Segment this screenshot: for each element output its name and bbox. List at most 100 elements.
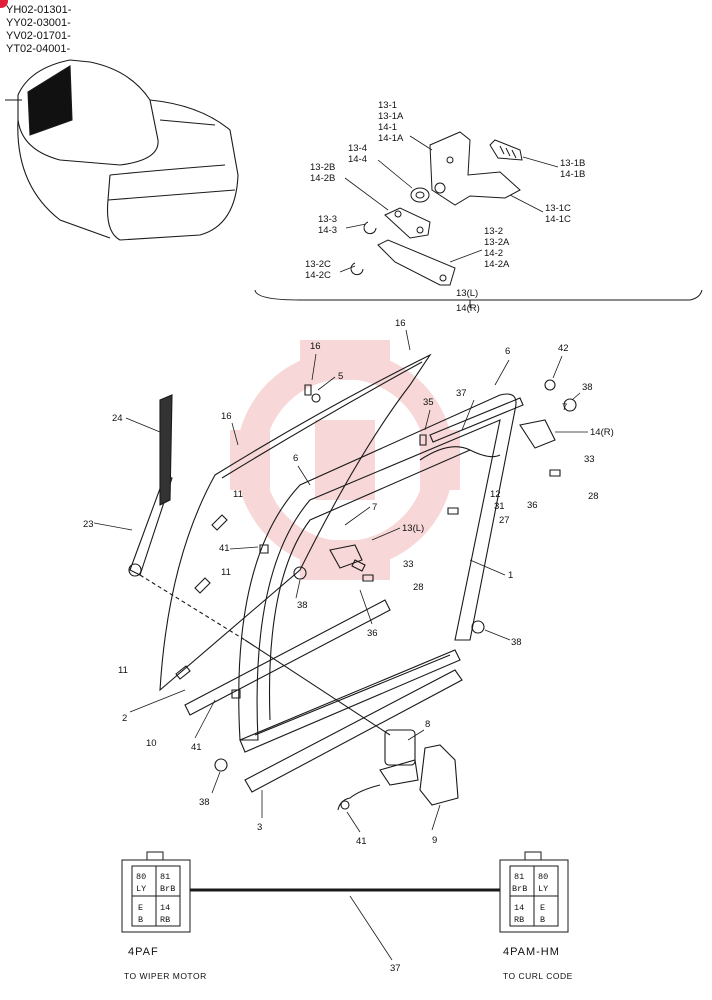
serial-number: YH02-01301- <box>6 4 72 16</box>
callout: 36 <box>367 628 378 639</box>
hinge-label: 13-2 <box>484 226 503 237</box>
callout: 33 <box>403 559 414 570</box>
hinge-assembly-label: 14(R) <box>456 303 480 314</box>
callout: 16 <box>395 318 406 329</box>
hinge-label: 13-1A <box>378 111 404 122</box>
callout: 7 <box>372 502 377 513</box>
pin-label: 80 <box>136 872 146 882</box>
part-callouts: 1 2 3 5 6 6 7 7 8 9 10 11 11 11 12 13(L)… <box>83 318 614 974</box>
pin-label: 14 <box>514 903 524 913</box>
pin-label: 14 <box>160 903 170 913</box>
pin-label: RB <box>514 915 524 925</box>
connector-4paf-pins: 80 81 LY BrB E 14 B RB 4PAF TO WIPER MOT… <box>124 872 207 981</box>
pin-label: LY <box>538 884 548 894</box>
cab-overview-illustration <box>5 59 239 241</box>
callout: 6 <box>293 453 298 464</box>
callout: 6 <box>505 346 510 357</box>
pin-label: LY <box>136 884 146 894</box>
callout: 41 <box>191 742 202 753</box>
hinge-label: 14-2B <box>310 173 335 184</box>
callout: 33 <box>584 454 595 465</box>
callout: 14(R) <box>590 427 614 438</box>
connector-4paf <box>121 851 191 933</box>
serial-number-list: YH02-01301- YY02-03001- YV02-01701- YT02… <box>6 4 71 56</box>
hinge-label: 14-2A <box>484 259 510 270</box>
callout: 7 <box>562 402 567 413</box>
hinge-exploded-view <box>254 131 703 308</box>
callout: 37 <box>456 388 467 399</box>
callout: 41 <box>356 836 367 847</box>
hinge-label: 13-2C <box>305 259 331 270</box>
hinge-label: 14-4 <box>348 154 367 165</box>
callout: 24 <box>112 413 123 424</box>
callout: 41 <box>219 543 230 554</box>
watermark-logo <box>230 340 460 580</box>
callout: 36 <box>527 500 538 511</box>
callout: 12 <box>490 489 501 500</box>
callout: 27 <box>499 515 510 526</box>
callout: 3 <box>257 822 262 833</box>
door-assembly <box>128 353 577 811</box>
pin-label: BrB <box>512 884 527 894</box>
hinge-label: 13-1 <box>378 100 397 111</box>
pin-label: 81 <box>160 872 170 882</box>
hinge-label: 14-2 <box>484 248 503 259</box>
hinge-label: 14-2C <box>305 270 331 281</box>
hinge-assembly-label: 13(L) <box>456 288 478 299</box>
connector-4pam-hm-pins: 81 80 BrB LY 14 E RB B 4PAM-HM TO CURL C… <box>503 872 573 981</box>
callout: 16 <box>310 341 321 352</box>
hinge-label: 14-3 <box>318 225 337 236</box>
connector-name: 4PAM-HM <box>503 946 560 958</box>
callout: 11 <box>221 567 231 578</box>
callout: 10 <box>146 738 157 749</box>
hinge-labels: 13-1 13-1A 14-1 14-1A 13-4 14-4 13-2B 14… <box>305 100 585 314</box>
pin-label: 81 <box>514 872 524 882</box>
callout: 38 <box>297 600 308 611</box>
hinge-label: 13-1B <box>560 158 585 169</box>
hinge-label: 14-1 <box>378 122 397 133</box>
callout-leader-lines <box>93 329 588 833</box>
callout: 23 <box>83 519 94 530</box>
connector-destination: TO CURL CODE <box>503 971 573 981</box>
connector-name: 4PAF <box>128 946 159 958</box>
callout: 9 <box>432 835 437 846</box>
callout: 13(L) <box>402 523 424 534</box>
connector-4pam-hm <box>499 851 569 933</box>
pin-label: E <box>540 903 545 913</box>
pin-label: RB <box>160 915 170 925</box>
hinge-label: 14-1A <box>378 133 404 144</box>
pin-label: BrB <box>160 884 175 894</box>
pin-label: E <box>138 903 143 913</box>
corner-badge <box>0 0 8 8</box>
serial-number: YV02-01701- <box>6 30 71 42</box>
pin-label: 80 <box>538 872 548 882</box>
harness-wire <box>190 888 500 961</box>
callout: 31 <box>494 501 505 512</box>
callout: 1 <box>508 570 513 581</box>
hinge-label: 13-2A <box>484 237 510 248</box>
callout: 16 <box>221 411 232 422</box>
connector-destination: TO WIPER MOTOR <box>124 971 207 981</box>
pin-label: B <box>540 915 545 925</box>
callout: 28 <box>413 582 424 593</box>
hinge-label: 14-1C <box>545 214 571 225</box>
serial-number: YT02-04001- <box>6 43 71 55</box>
hinge-label: 13-2B <box>310 162 335 173</box>
hinge-label: 13-4 <box>348 143 367 154</box>
pin-label: B <box>138 915 143 925</box>
hinge-label: 13-3 <box>318 214 337 225</box>
callout: 42 <box>558 343 569 354</box>
hinge-label: 13-1C <box>545 203 571 214</box>
serial-number: YY02-03001- <box>6 17 71 29</box>
callout: 8 <box>425 719 430 730</box>
callout: 35 <box>423 397 434 408</box>
callout: 11 <box>233 489 243 500</box>
callout: 37 <box>390 963 401 974</box>
callout: 5 <box>338 371 343 382</box>
callout: 38 <box>511 637 522 648</box>
callout: 11 <box>118 665 128 676</box>
callout: 2 <box>122 713 127 724</box>
hinge-leader-lines <box>339 135 559 273</box>
callout: 38 <box>582 382 593 393</box>
